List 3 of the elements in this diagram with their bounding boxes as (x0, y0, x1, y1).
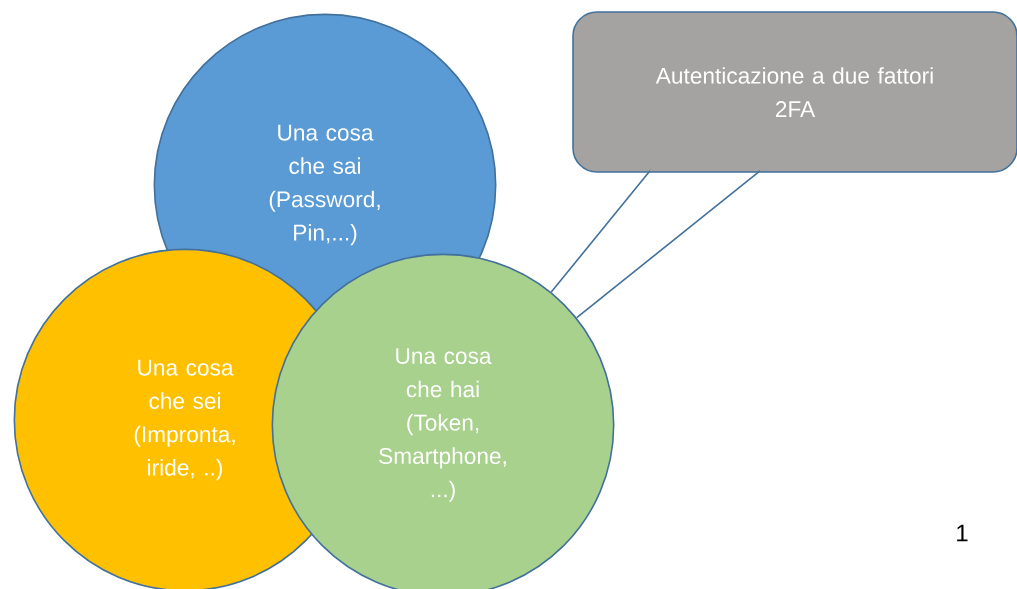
callout-tail (550, 170, 761, 319)
page-number: 1 (957, 524, 968, 542)
speech-bubble: Autenticazione a due fattori 2FA (572, 11, 1017, 173)
